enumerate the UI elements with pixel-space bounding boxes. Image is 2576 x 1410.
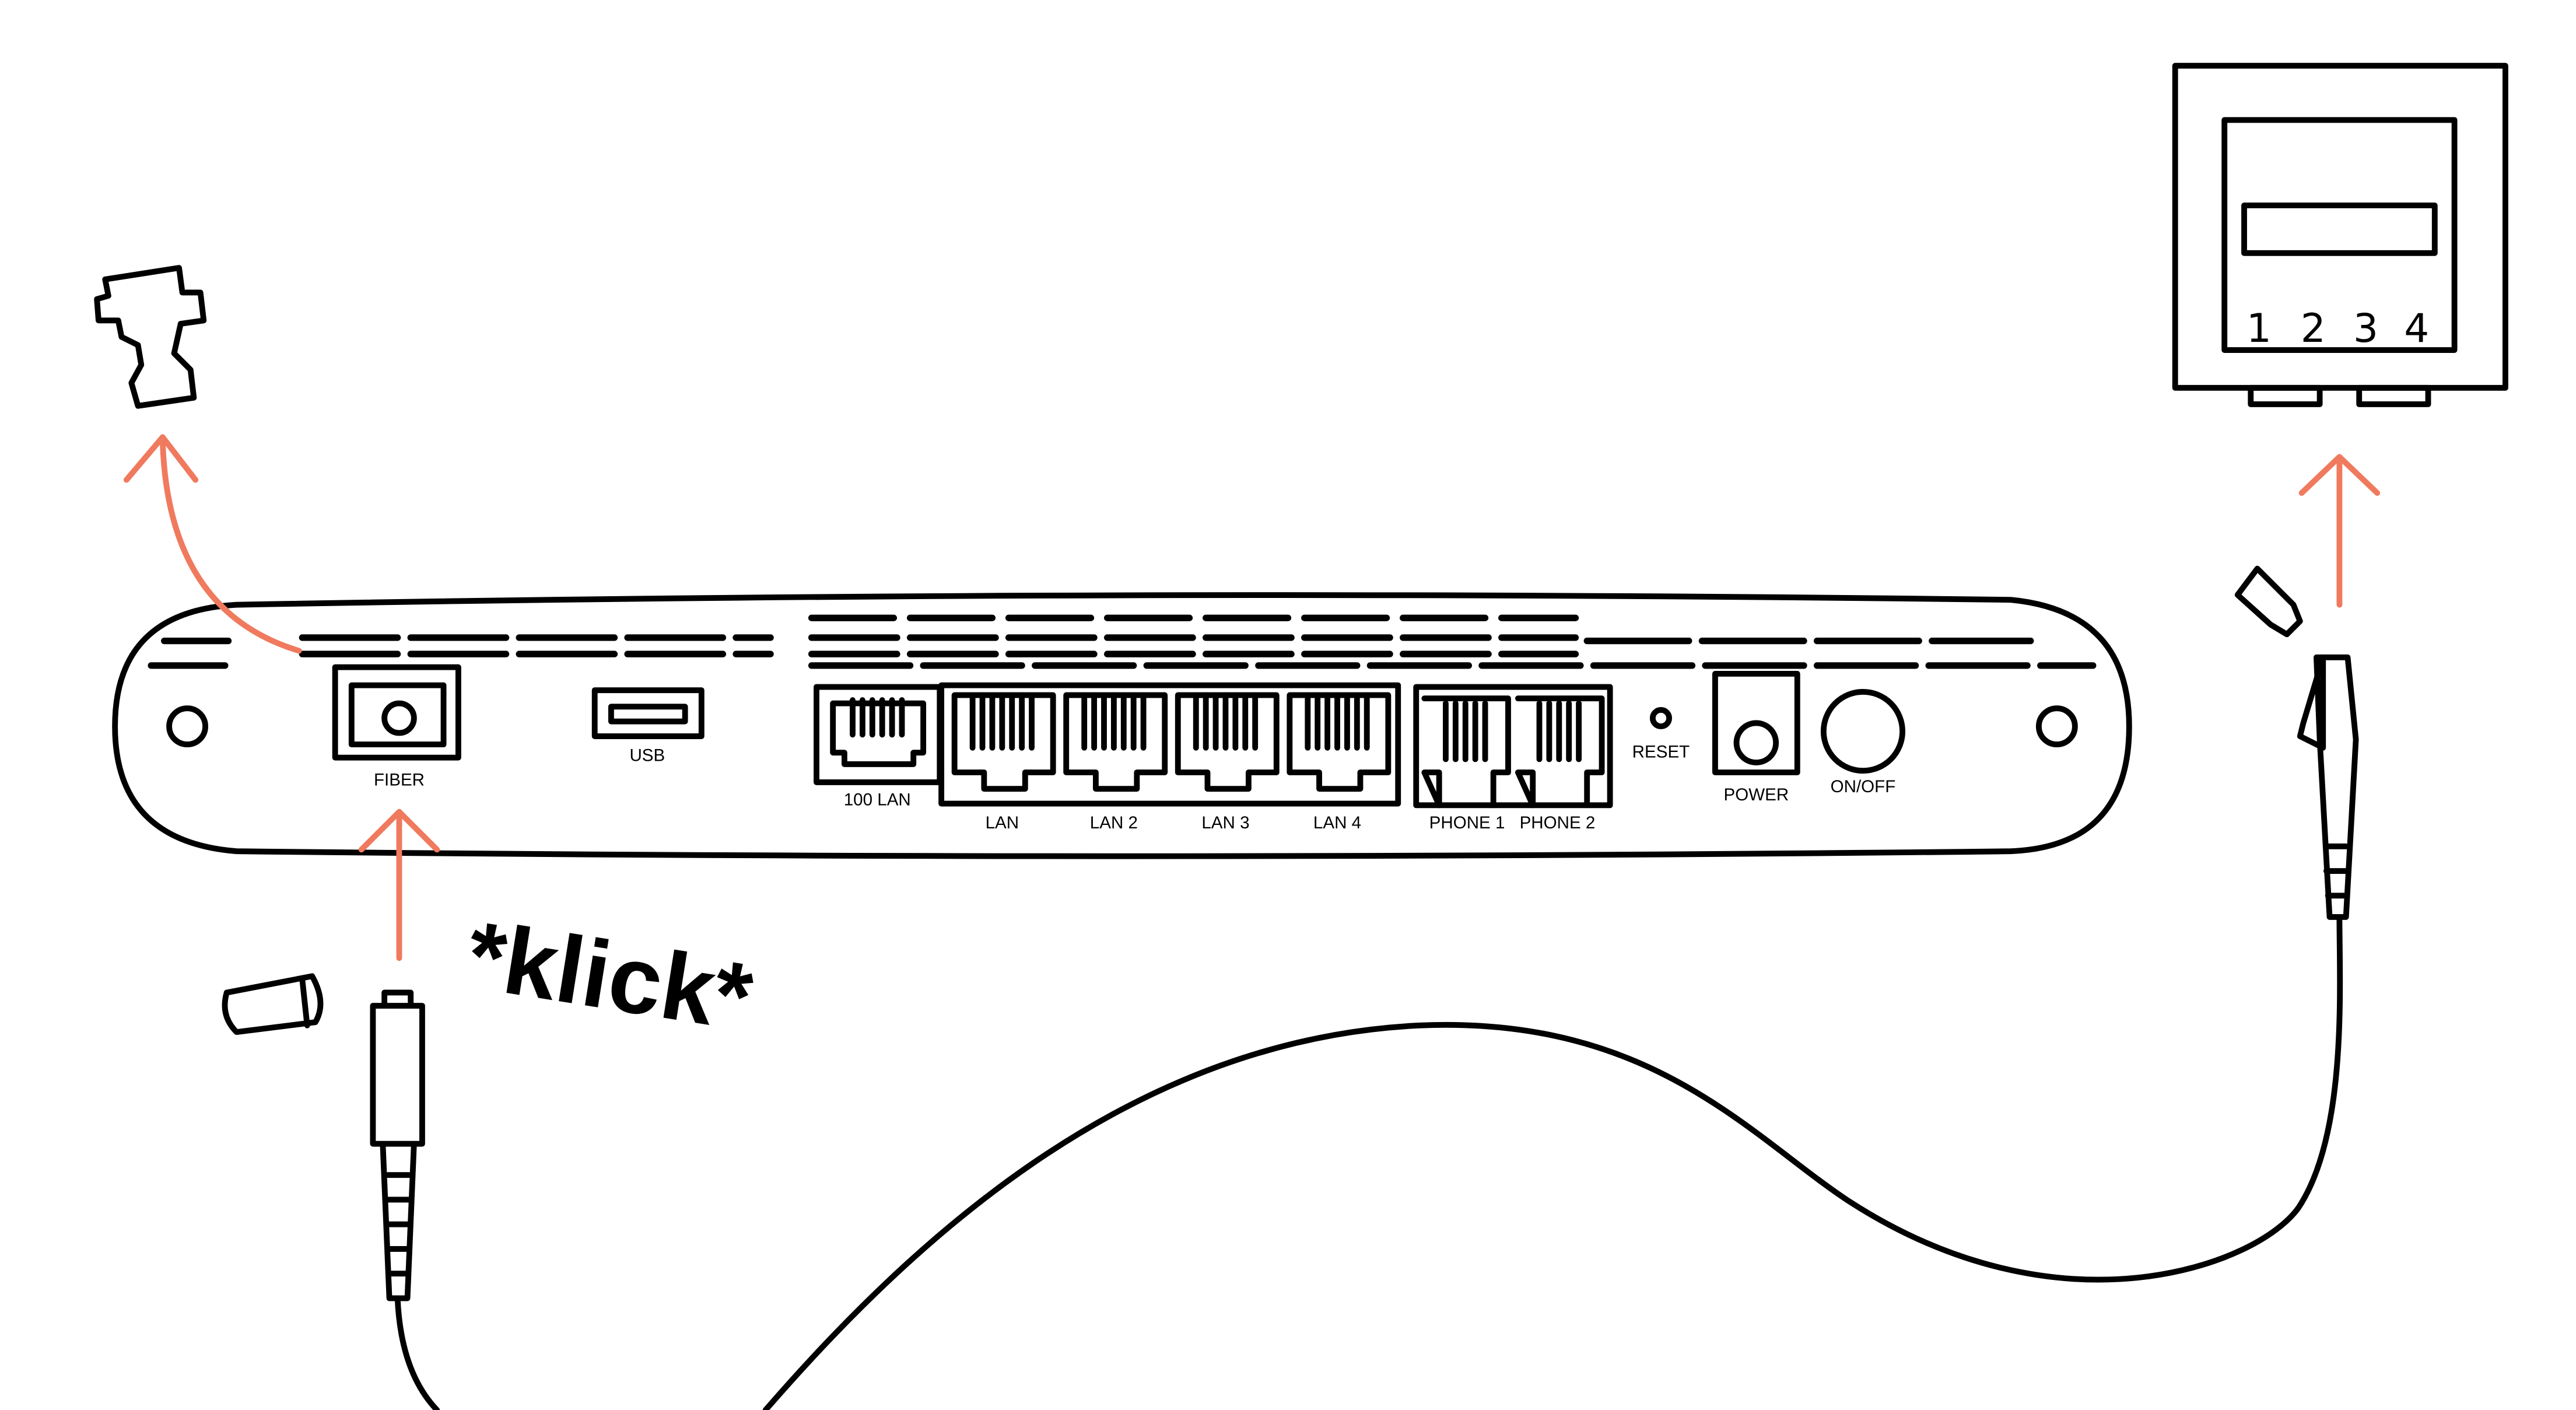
reset-label: RESET — [1632, 743, 1690, 762]
reset-button[interactable]: RESET — [1632, 707, 1690, 762]
arrow-insert-fiber — [358, 809, 440, 961]
power-label: POWER — [1724, 785, 1789, 804]
phone-1-label: PHONE 1 — [1429, 813, 1505, 832]
screw-hole-right — [2035, 705, 2078, 748]
on-off-button[interactable]: ON/OFF — [1820, 689, 1905, 796]
arrow-insert-wall — [2298, 454, 2381, 608]
on-off-label: ON/OFF — [1831, 777, 1896, 796]
phone-port-2[interactable] — [1515, 695, 1605, 809]
arrow-remove-cap — [123, 434, 302, 654]
power-port[interactable]: POWER — [1712, 671, 1800, 804]
lan-3-label: LAN 3 — [1201, 813, 1249, 832]
fiber-port[interactable]: FIBER — [332, 664, 461, 790]
lan-port-1[interactable] — [951, 692, 1056, 792]
connector-cap-left-icon — [222, 973, 324, 1035]
fiber-port-label: FIBER — [374, 771, 425, 790]
lan-4-label: LAN 4 — [1313, 813, 1361, 832]
usb-port[interactable]: USB — [591, 687, 705, 765]
socket-number-1: 1 — [2246, 305, 2272, 351]
fiber-connector-right — [2314, 654, 2359, 920]
lan-port-4[interactable] — [1287, 692, 1392, 792]
lan-2-label: LAN 2 — [1090, 813, 1138, 832]
phone-2-label: PHONE 2 — [1520, 813, 1596, 832]
phone-port-group: PHONE 1 PHONE 2 — [1413, 684, 1613, 832]
lan-port-2[interactable] — [1063, 692, 1168, 792]
screw-hole-left — [166, 705, 209, 748]
lan-port-3[interactable] — [1175, 692, 1280, 792]
fiber-wall-socket: 1 2 3 4 — [2172, 62, 2508, 407]
lan-100-port[interactable]: 100 LAN — [814, 684, 943, 810]
fiber-connector-left — [370, 1003, 425, 1147]
connector-cap-right-icon — [2234, 565, 2303, 638]
usb-port-label: USB — [629, 746, 665, 765]
socket-number-2: 2 — [2301, 305, 2326, 351]
lan-100-label: 100 LAN — [844, 790, 911, 809]
phone-port-1[interactable] — [1421, 695, 1511, 809]
router: FIBER USB 100 LAN — [112, 592, 2132, 859]
lan-port-group: LAN LAN 2 LAN 3 LAN 4 — [938, 682, 1401, 832]
router-dust-cap-icon — [94, 265, 207, 409]
fiber-cable — [222, 565, 2359, 1410]
socket-number-3: 3 — [2353, 305, 2378, 351]
router-vents — [148, 614, 2097, 669]
socket-number-4: 4 — [2404, 305, 2429, 351]
klick-annotation: *klick* — [460, 901, 760, 1051]
lan-1-label: LAN — [986, 813, 1019, 832]
